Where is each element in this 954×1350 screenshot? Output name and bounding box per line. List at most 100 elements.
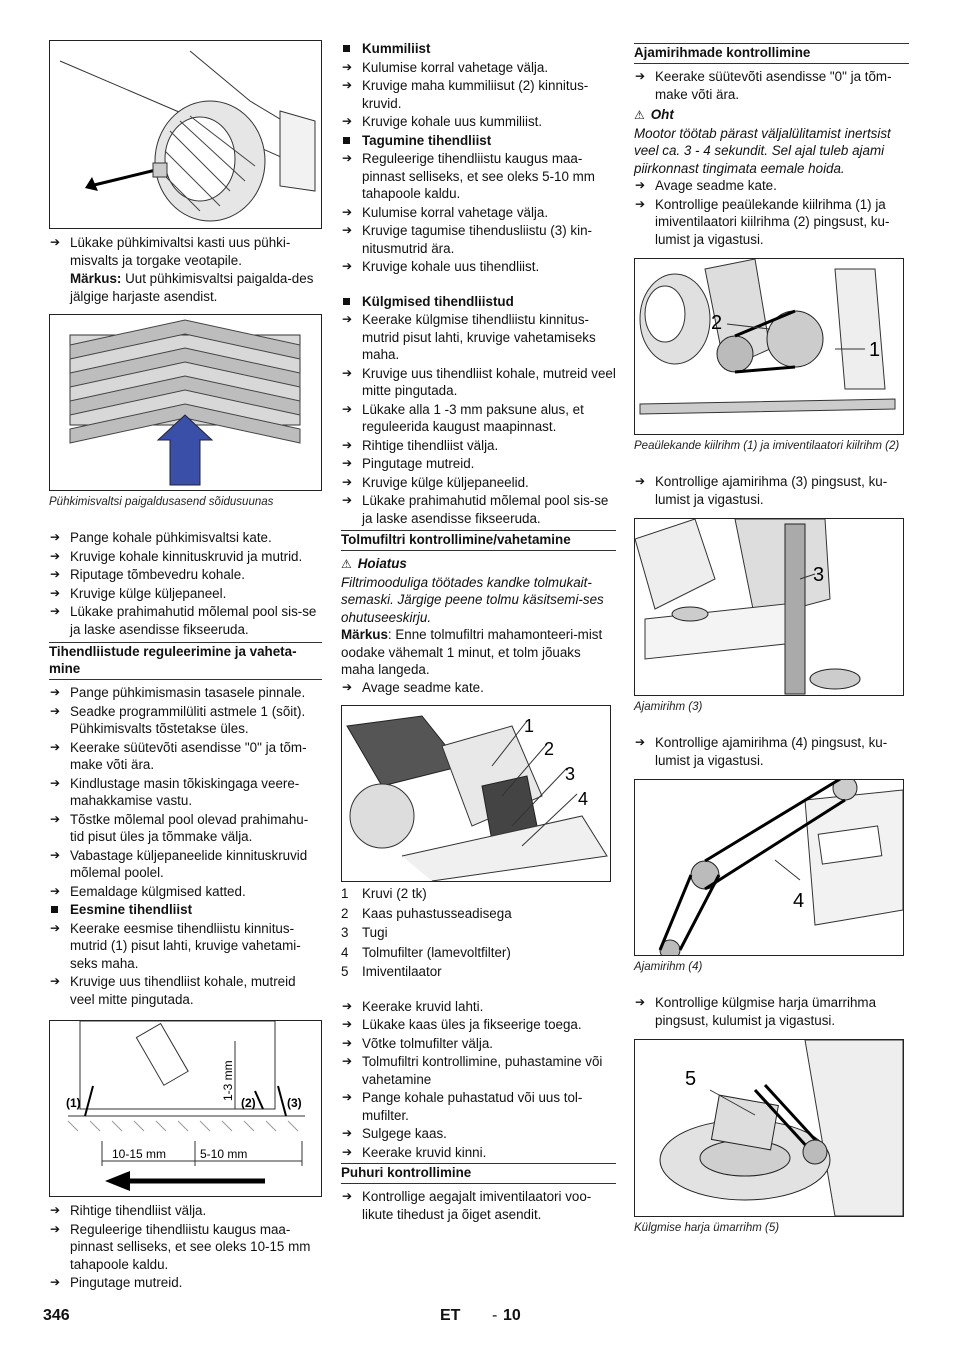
warning-icon: ⚠: [634, 108, 645, 122]
step: Kontrollige aegajalt imiventilaatori voo…: [341, 1188, 616, 1223]
step: Reguleerige tihendliistu kaugus maa-pinn…: [341, 150, 616, 203]
section-title-seals: Tihendliistude reguleerimine ja vaheta-m…: [49, 642, 322, 680]
figure-main-belt: 2 1: [634, 258, 904, 435]
label-seal-1: (1): [66, 1096, 81, 1110]
step: Tõstke mõlemal pool olevad prahimahu-tid…: [49, 811, 322, 846]
legend-number: 3: [341, 925, 349, 940]
column-3: Ajamirihmade kontrollimine Keerake süüte…: [634, 40, 909, 1235]
section-title-blower: Puhuri kontrollimine: [341, 1163, 616, 1184]
danger-head: ⚠ Oht: [634, 106, 909, 125]
section-page-number: 10: [503, 1307, 521, 1324]
figure-sweeping-roller: [49, 40, 322, 229]
legend-text: Kruvi (2 tk): [362, 886, 427, 901]
step: Kulumise korral vahetage välja.: [341, 204, 616, 222]
note-label: Märkus: [341, 627, 388, 642]
danger-head-text: Oht: [650, 107, 674, 122]
callout-3: 3: [813, 564, 824, 586]
label-distance-rear: 5-10 mm: [200, 1147, 247, 1161]
step: Lükake prahimahutid mõlemal pool sis-se …: [49, 603, 322, 638]
figure-roller-orientation: [49, 314, 322, 491]
legend-item: 4 Tolmufilter (lamevoltfilter): [341, 944, 616, 962]
steps-close-cover: Pange kohale pühkimisvaltsi kate. Kruvig…: [49, 529, 322, 638]
warning-icon: ⚠: [341, 557, 352, 571]
steps-open-cover: Avage seadme kate.: [341, 679, 616, 697]
step: Kindlustage masin tõkiskingaga veere-mah…: [49, 775, 322, 810]
callout-2: 2: [711, 312, 722, 334]
callout-3: 3: [565, 764, 575, 784]
callout-4: 4: [578, 789, 588, 809]
section-title-filter: Tolmufiltri kontrollimine/vahetamine: [341, 530, 616, 551]
step: Võtke tolmufilter välja.: [341, 1035, 616, 1053]
step: Kruvige külge küljepaneel.: [49, 585, 322, 603]
step: Keerake kruvid kinni.: [341, 1144, 616, 1162]
label-distance-front: 10-15 mm: [112, 1147, 166, 1161]
steps-insert-roller: Lükake pühkimivaltsi kasti uus pühki-mis…: [49, 234, 322, 269]
language-code: ET: [440, 1307, 461, 1324]
step: Keerake süütevõti asendisse "0" ja tõm-m…: [49, 739, 322, 774]
subheading-side-seals: Külgmised tihendliistud: [341, 293, 616, 311]
step: Kruvige uus tihendliist kohale, mutreid …: [341, 365, 616, 400]
steps-belt-4: Kontrollige ajamirihma (4) pingsust, ku-…: [634, 734, 909, 769]
step: Pingutage mutreid.: [341, 455, 616, 473]
danger-block: ⚠Oht Mootor töötab pärast väljalülitamis…: [634, 106, 909, 177]
figure-belt-3: 3: [634, 518, 904, 696]
step: Avage seadme kate.: [341, 679, 616, 697]
figure-caption: Külgmise harja ümarrihm (5): [634, 1222, 780, 1234]
label-seal-2: (2): [241, 1096, 256, 1110]
step: Sulgege kaas.: [341, 1125, 616, 1143]
figure-caption: Ajamirihm (3): [634, 701, 703, 713]
legend-number: 5: [341, 964, 349, 979]
step: Lükake kaas üles ja fikseerige toega.: [341, 1016, 616, 1034]
step: Kontrollige ajamirihma (4) pingsust, ku-…: [634, 734, 909, 769]
step: Kontrollige külgmise harja ümarrihma pin…: [634, 994, 909, 1029]
figure-caption: Peaülekande kiilrihm (1) ja imiventilaat…: [634, 440, 900, 452]
callout-1: 1: [869, 339, 880, 361]
section-title-belts: Ajamirihmade kontrollimine: [634, 43, 909, 64]
figure-side-brush-belt: 5: [634, 1039, 904, 1217]
steps-key: Keerake süütevõti asendisse "0" ja tõm-m…: [634, 68, 909, 103]
step: Reguleerige tihendliistu kaugus maa-pinn…: [49, 1221, 322, 1274]
legend-item: 1 Kruvi (2 tk): [341, 885, 616, 903]
steps-filter: Keerake kruvid lahti. Lükake kaas üles j…: [341, 998, 616, 1162]
label-gap: 1-3 mm: [221, 1060, 235, 1101]
column-2: Kummiliist Kulumise korral vahetage välj…: [341, 40, 616, 1224]
step: Pange kohale pühkimisvaltsi kate.: [49, 529, 322, 547]
legend-text: Tugi: [362, 925, 388, 940]
legend-item: 5 Imiventilaator: [341, 963, 616, 981]
steps-side: Külgmised tihendliistud Keerake külgmise…: [341, 293, 616, 528]
step: Kruvige uus tihendliist kohale, mutreid …: [49, 973, 322, 1008]
figure-caption: Pühkimisvaltsi paigaldusasend sõidusuuna…: [49, 496, 274, 508]
steps-blower: Kontrollige aegajalt imiventilaatori voo…: [341, 1188, 616, 1223]
legend-text: Tolmufilter (lamevoltfilter): [362, 944, 511, 960]
step: Pange kohale puhastatud või uus tol-mufi…: [341, 1089, 616, 1124]
note-label: Märkus:: [70, 271, 122, 286]
figure-caption: Ajamirihm (4): [634, 961, 703, 973]
legend-text: Kaas puhastusseadisega: [362, 905, 512, 921]
step: Keerake süütevõti asendisse "0" ja tõm-m…: [634, 68, 909, 103]
warning-text: Filtrimooduliga töötades kandke tolmukai…: [341, 574, 604, 625]
step: Keerake külgmise tihendliistu kinnitus-m…: [341, 311, 616, 364]
note-text: Uut pühkimisvaltsi paigalda-des jälgige …: [70, 271, 314, 304]
legend-number: 1: [341, 886, 349, 901]
subheading-front-seal: Eesmine tihendliist: [49, 901, 322, 919]
legend-text: Imiventilaator: [362, 964, 442, 979]
step: Pange pühkimismasin tasasele pinnale.: [49, 684, 322, 702]
note-filter: Märkus: Enne tolmufiltri mahamonteeri-mi…: [341, 626, 616, 679]
note-text: : Enne tolmufiltri mahamonteeri-mist ood…: [341, 627, 603, 677]
figure-dust-filter: 1 2 3 4: [341, 705, 611, 882]
legend-number: 4: [341, 944, 349, 960]
step: Avage seadme kate.: [634, 177, 909, 195]
callout-2: 2: [544, 739, 554, 759]
steps-prepare: Pange pühkimismasin tasasele pinnale. Se…: [49, 684, 322, 1008]
step: Seadke programmilüliti astmele 1 (sõit).…: [49, 703, 322, 738]
step: Rihtige tihendliist välja.: [49, 1202, 322, 1220]
steps-belt-3: Kontrollige ajamirihma (3) pingsust, ku-…: [634, 473, 909, 508]
callout-5: 5: [685, 1068, 696, 1090]
figure-seal-gaps: (1) (2) (3) 1-3 mm 10-15 mm 5-10 mm: [49, 1020, 322, 1197]
callout-4: 4: [793, 890, 804, 912]
steps-align: Rihtige tihendliist välja. Reguleerige t…: [49, 1202, 322, 1292]
subheading-rear-seal: Tagumine tihendliist: [341, 132, 616, 150]
step: Keerake eesmise tihendliistu kinnitus-mu…: [49, 920, 322, 973]
step: Kruvige tagumise tihendusliistu (3) kin-…: [341, 222, 616, 257]
